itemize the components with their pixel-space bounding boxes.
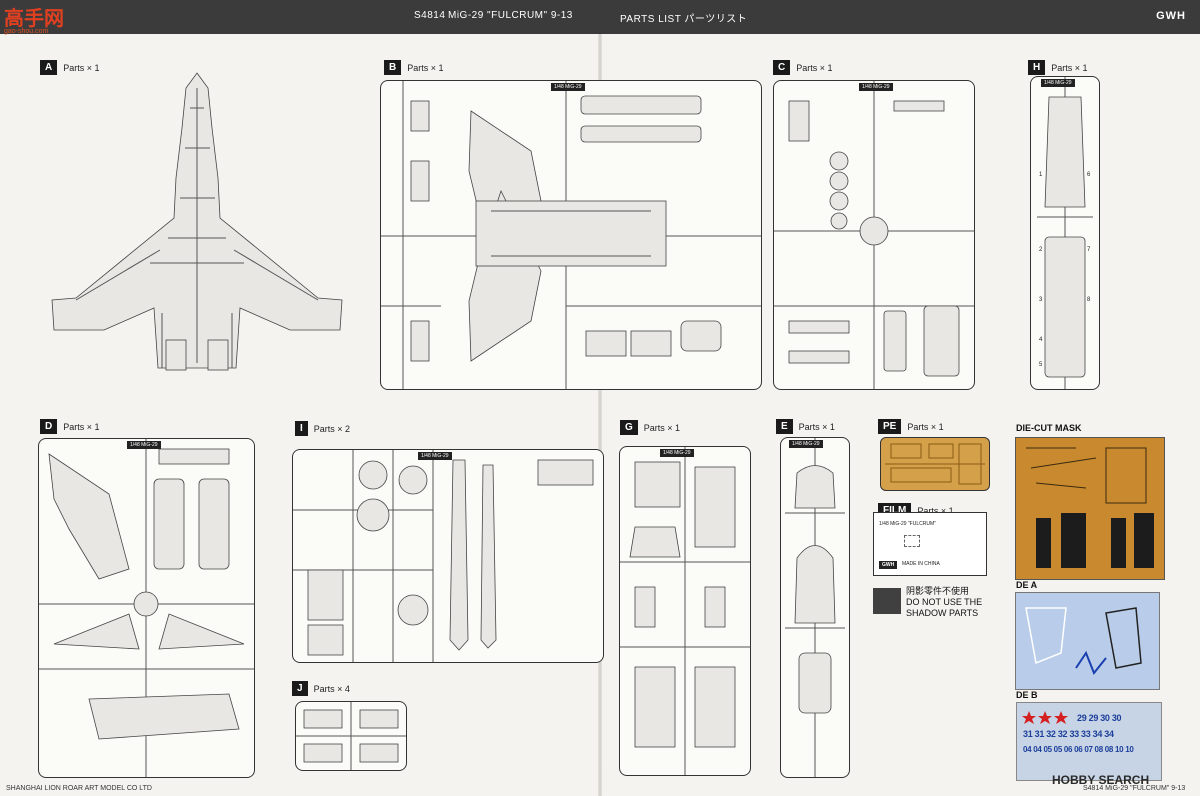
die-cut-mask-sheet (1015, 437, 1165, 580)
hobby-search-watermark: HOBBY SEARCH (1052, 773, 1150, 787)
film-made: MADE IN CHINA (902, 561, 940, 567)
h-number: 1 (1039, 172, 1043, 178)
sprue-i: 1/48 MiG-29 (292, 449, 604, 663)
sprue-g-tag: 1/48 MiG-29 (660, 449, 694, 457)
h-number: 8 (1087, 297, 1091, 303)
decal-sheet-b: 29 29 30 30 31 31 32 32 33 33 34 34 04 0… (1016, 702, 1162, 781)
footer-left: SHANGHAI LION ROAR ART MODEL CO LTD (6, 785, 152, 792)
photo-etch-fret (880, 437, 990, 491)
footer-right: S4814 MiG-29 "FULCRUM" 9-13 (1083, 785, 1186, 792)
film-brand: GWH (879, 561, 898, 569)
title-code: S4814 (414, 10, 446, 21)
sprue-d: 1/48 MiG-29 (38, 438, 255, 778)
sprue-e-tag: 1/48 MiG-29 (789, 440, 823, 448)
h-number: 7 (1087, 247, 1091, 253)
h-number: 3 (1039, 297, 1043, 303)
sprue-i-tag: 1/48 MiG-29 (418, 452, 452, 460)
h-number: 4 (1039, 337, 1043, 343)
h-number: 2 (1039, 247, 1043, 253)
h-number: 5 (1039, 362, 1043, 368)
sprue-e: 1/48 MiG-29 (780, 437, 850, 778)
film-window-icon (904, 535, 920, 547)
deb-title: DE B (1016, 690, 1038, 700)
page-fold (598, 34, 602, 796)
decal-sheet-a (1015, 592, 1160, 690)
part-a-fuselage-drawing (40, 68, 355, 378)
sprue-g: 1/48 MiG-29 (619, 446, 751, 776)
film-sheet: 1/48 MiG-29 "FULCRUM" GWH MADE IN CHINA (873, 512, 987, 576)
sprue-d-tag: 1/48 MiG-29 (127, 441, 161, 449)
sprue-b-tag: 1/48 MiG-29 (551, 83, 585, 91)
sprue-h: 1/48 MiG-29 1 2 3 4 5 6 7 8 (1030, 76, 1100, 390)
sprue-c: 1/48 MiG-29 (773, 80, 975, 390)
h-number: 6 (1087, 172, 1091, 178)
decal-number-row-2: 31 31 32 32 33 33 34 34 (1023, 729, 1114, 739)
title-parts: PARTS LIST パーツリスト (620, 14, 748, 25)
mask-title: DIE-CUT MASK (1016, 423, 1082, 433)
decal-number-row-1: 29 29 30 30 (1077, 713, 1122, 723)
decal-number-row-3: 04 04 05 05 06 06 07 08 08 10 10 (1023, 745, 1134, 754)
title-model: MiG-29 "FULCRUM" 9-13 (448, 10, 573, 21)
shadow-swatch (873, 588, 901, 614)
brand-logo: GWH (1156, 10, 1186, 22)
dea-title: DE A (1016, 580, 1038, 590)
sprue-b: 1/48 MiG-29 (380, 80, 762, 390)
film-title: 1/48 MiG-29 "FULCRUM" (879, 521, 936, 527)
sprue-j (295, 701, 407, 771)
sprue-h-tag: 1/48 MiG-29 (1041, 79, 1075, 87)
sprue-c-tag: 1/48 MiG-29 (859, 83, 893, 91)
